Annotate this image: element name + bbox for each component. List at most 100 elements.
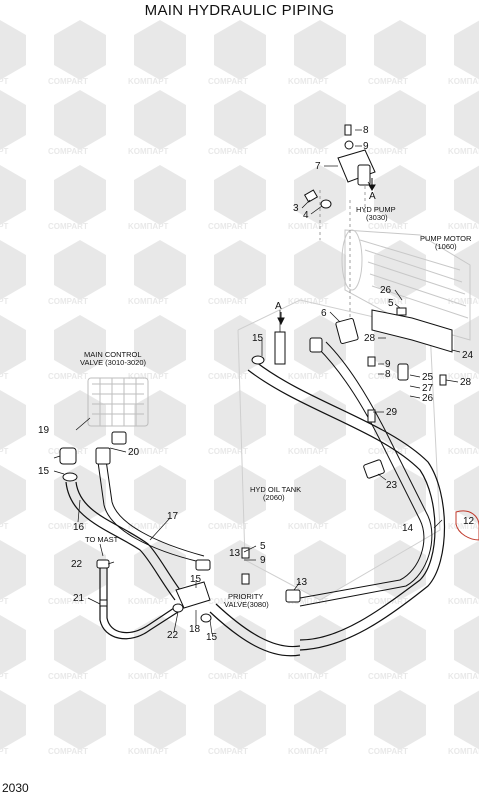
callout-4: 4 — [303, 210, 309, 221]
watermark-hex — [0, 540, 26, 600]
watermark-text: COMPART — [48, 147, 88, 156]
watermark-text: KOMПAPT — [448, 372, 479, 381]
main-control-valve-body — [87, 377, 149, 427]
watermark-hex — [454, 315, 479, 375]
watermark-text: KOMПAPT — [128, 522, 169, 531]
label-hyd-pump: HYD PUMP — [356, 205, 396, 214]
callout-5: 5 — [388, 298, 394, 309]
callout-24: 24 — [462, 350, 474, 361]
watermark-text: KOMПAPT — [448, 747, 479, 756]
callout-14: 14 — [402, 523, 414, 534]
watermark-hex — [0, 165, 26, 225]
pump-suction-dashed — [319, 180, 366, 330]
watermark-hex — [454, 165, 479, 225]
watermark-text: KOMПAPT — [288, 77, 329, 86]
watermark-hex — [214, 540, 266, 600]
watermark-hex — [134, 20, 186, 80]
watermark-text: KOMПAPT — [448, 522, 479, 531]
watermark-text: COMPART — [368, 297, 408, 306]
watermark-text: KOMПAPT — [448, 672, 479, 681]
watermark-layer: KOMПAPT COMPART KOMПAPT COMPART KOMПAPT COMPA… — [0, 20, 479, 756]
callout-9: 9 — [363, 141, 369, 152]
watermark-hex — [454, 390, 479, 450]
watermark-hex — [294, 240, 346, 300]
watermark-text: KOMПAPT — [0, 672, 9, 681]
watermark-text: KOMПAPT — [288, 147, 329, 156]
watermark-hex — [54, 690, 106, 750]
watermark-text: KOMПAPT — [448, 77, 479, 86]
watermark-hex — [454, 690, 479, 750]
watermark-hex — [54, 240, 106, 300]
callout-16: 16 — [73, 522, 85, 533]
watermark-text: KOMПAPT — [288, 447, 329, 456]
watermark-hex — [134, 315, 186, 375]
watermark-text: KOMПAPT — [128, 147, 169, 156]
watermark-text: KOMПAPT — [288, 597, 329, 606]
callout-9-2: 9 — [385, 359, 391, 370]
watermark-text: COMPART — [48, 597, 88, 606]
callout-a-2: A — [275, 301, 282, 312]
hose-21 — [99, 568, 181, 640]
watermark-text: COMPART — [208, 147, 248, 156]
callout-15: 15 — [252, 333, 264, 344]
label-main-control-valve: MAIN CONTROL — [84, 350, 142, 359]
watermark-hex — [374, 240, 426, 300]
watermark-text: COMPART — [48, 522, 88, 531]
callout-21: 21 — [73, 593, 85, 604]
watermark-hex — [374, 165, 426, 225]
text-layer: 8 9 7 A 3 4 6 A 15 26 5 28 24 9 8 25 27 … — [38, 125, 475, 643]
callout-26: 26 — [380, 285, 392, 296]
watermark-hex — [54, 390, 106, 450]
callout-22-2: 22 — [167, 630, 179, 641]
hose-16 — [65, 481, 184, 601]
watermark-text: KOMПAPT — [0, 522, 9, 531]
watermark-hex — [454, 240, 479, 300]
watermark-text: KOMПAPT — [288, 522, 329, 531]
label-main-control-valve-code: VALVE (3010-3020) — [80, 358, 147, 367]
watermark-hex — [214, 20, 266, 80]
watermark-text: KOMПAPT — [0, 147, 9, 156]
watermark-hex — [54, 615, 106, 675]
watermark-hex — [214, 390, 266, 450]
watermark-text: KOMПAPT — [288, 672, 329, 681]
callout-3: 3 — [293, 203, 299, 214]
watermark-hex — [134, 390, 186, 450]
watermark-text: COMPART — [208, 77, 248, 86]
page-title: MAIN HYDRAULIC PIPING — [144, 2, 335, 19]
watermark-hex — [374, 615, 426, 675]
watermark-text: COMPART — [368, 447, 408, 456]
watermark-text: COMPART — [368, 747, 408, 756]
watermark-hex — [214, 465, 266, 525]
watermark-hex — [0, 90, 26, 150]
watermark-hex — [134, 615, 186, 675]
watermark-hex — [134, 465, 186, 525]
watermark-text: KOMПAPT — [0, 77, 9, 86]
watermark-text: KOMПAPT — [0, 447, 9, 456]
watermark-hex — [454, 540, 479, 600]
label-pump-motor: PUMP MOTOR — [420, 234, 472, 243]
callout-17: 17 — [167, 511, 179, 522]
callout-26-2: 26 — [422, 393, 434, 404]
watermark-hex — [454, 20, 479, 80]
watermark-hex — [294, 690, 346, 750]
watermark-hex — [54, 540, 106, 600]
page-number: 2030 — [2, 781, 29, 795]
watermark-hex — [0, 465, 26, 525]
watermark-hex — [374, 390, 426, 450]
callout-15-3: 15 — [190, 574, 202, 585]
callout-12: 12 — [463, 516, 475, 527]
watermark-hex — [294, 540, 346, 600]
hose-14 — [247, 361, 446, 651]
watermark-hex — [374, 465, 426, 525]
callout-5-2: 5 — [260, 541, 266, 552]
watermark-hex — [134, 165, 186, 225]
callout-29: 29 — [386, 407, 398, 418]
watermark-hex — [214, 90, 266, 150]
watermark-hex — [294, 615, 346, 675]
watermark-hex — [214, 165, 266, 225]
watermark-text: COMPART — [368, 672, 408, 681]
watermark-text: COMPART — [368, 522, 408, 531]
label-hyd-pump-code: (3030) — [366, 213, 388, 222]
watermark-hex — [134, 90, 186, 150]
